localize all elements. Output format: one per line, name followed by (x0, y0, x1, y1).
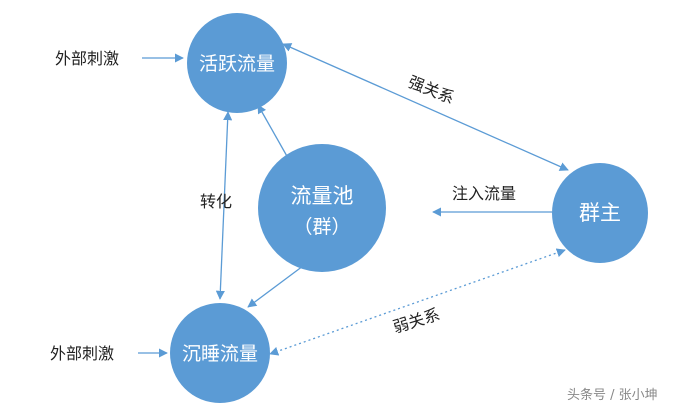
convert-arrow (215, 111, 233, 300)
traffic-pool-label: 流量池 (291, 184, 354, 208)
weak-relation-arrow (269, 248, 566, 356)
pool-to-active-arrow (257, 104, 289, 159)
watermark-text: 头条号 / 张小坤 (567, 387, 658, 403)
pool-to-dormant-arrow (247, 265, 304, 308)
strong-relation-arrow (282, 43, 569, 171)
strong-relation-label: 强关系 (406, 72, 458, 108)
weak-relation-label: 弱关系 (391, 305, 442, 337)
dormant-traffic-node (170, 303, 270, 403)
stimulus-bottom-label: 外部刺激 (50, 344, 114, 363)
active-traffic-node (187, 13, 287, 113)
convert-label: 转化 (200, 192, 232, 211)
stimulus-top-label: 外部刺激 (55, 49, 119, 68)
group-owner-node (552, 163, 648, 263)
group-owner-label: 群主 (579, 201, 621, 225)
active-traffic-label: 活跃流量 (199, 53, 275, 75)
traffic-pool-sublabel: （群） (293, 216, 350, 238)
dormant-traffic-label: 沉睡流量 (182, 343, 258, 365)
traffic-pool-node (258, 144, 386, 272)
inject-label: 注入流量 (452, 184, 516, 203)
